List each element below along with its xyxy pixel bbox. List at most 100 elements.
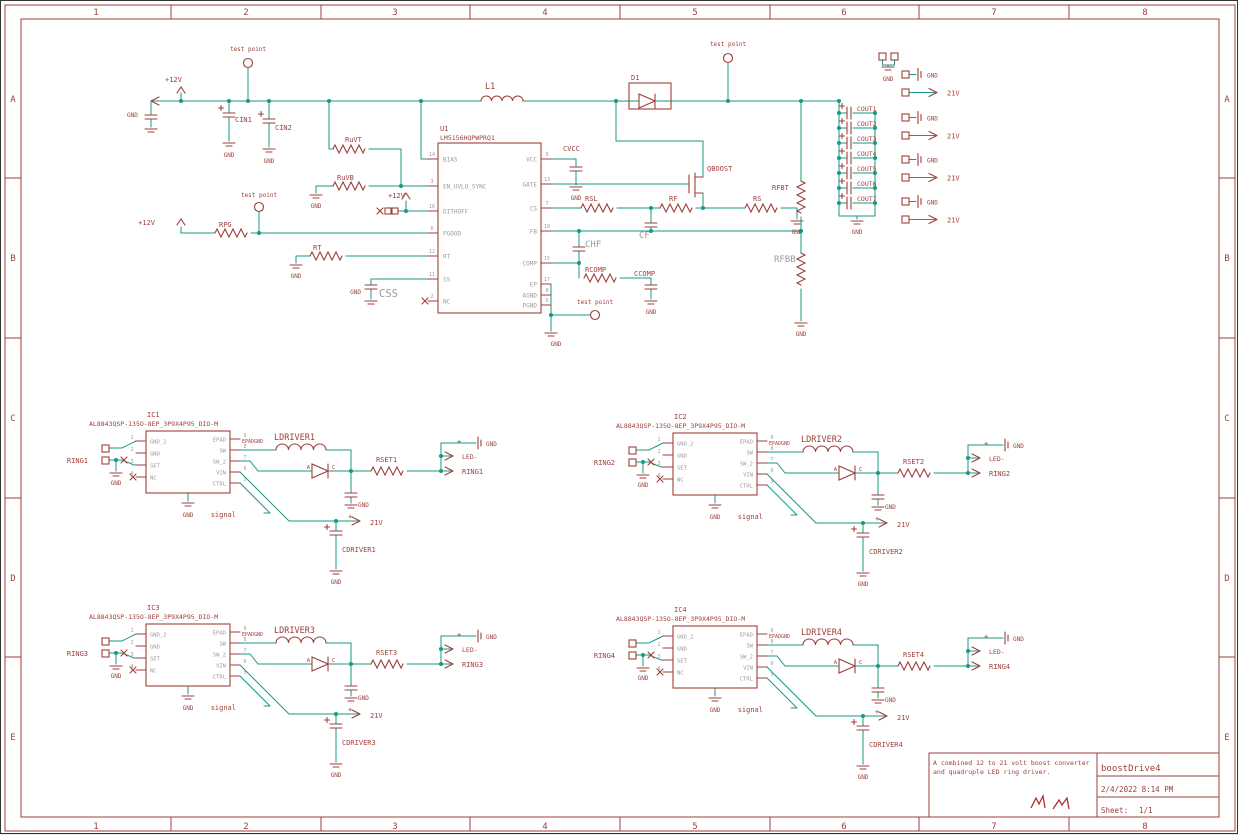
rset-resistor[interactable] [897,661,931,671]
d1-diode[interactable] [628,82,672,110]
cin1-cap[interactable] [217,104,236,118]
output-cap-bank[interactable] [838,102,852,210]
driver-inductor[interactable] [802,445,854,453]
ic-part-label: AL8843QSP-135O-8EP_3P9X4P95_DIO-M [616,422,745,430]
pin-name: SW_2 [213,460,226,466]
rsl-resistor[interactable] [580,203,614,213]
pin-number: 3 [430,179,433,185]
qboost-mosfet[interactable] [688,172,704,198]
inductor-label: LDRIVER2 [801,435,842,445]
pin-number: 3 [130,459,133,465]
rcomp-resistor[interactable] [583,273,617,283]
cvcc-cap[interactable] [569,166,583,172]
driver-diode[interactable] [838,465,857,481]
gnd-label: GND [551,341,562,348]
junction-dots [641,456,970,525]
ring-connector[interactable] [628,446,664,483]
u1-lm5156[interactable]: U1 LM5156HQPWPRQ1 BIAS EN_UVLO_SYNC DITH… [421,125,552,314]
driver-ic-body[interactable] [662,432,768,496]
cdriver-label: CDRIVER3 [342,739,376,747]
gnd-label: GND [350,289,361,296]
rset-resistor[interactable] [897,468,931,478]
gnd-label: GND [885,504,896,511]
rf-resistor[interactable] [659,203,693,213]
driver-small-cap[interactable] [871,494,885,500]
cf-cap[interactable] [644,222,658,228]
v21-label: 21V [947,90,960,98]
rs-resistor[interactable] [744,203,778,213]
driver-ic-body[interactable] [135,430,241,494]
gnd-label: GND [183,705,194,712]
cdriver-cap[interactable] [323,523,343,536]
rt-resistor[interactable] [309,251,343,261]
inductor-label: LDRIVER3 [274,626,315,636]
gnd-label: GND [1013,636,1024,643]
css-cap[interactable] [364,284,378,290]
output-connectors[interactable] [878,52,910,224]
frame-col-label: 7 [991,822,996,832]
driver-small-cap[interactable] [344,492,358,498]
pin-number: 16 [429,204,435,210]
driver-diode[interactable] [311,656,330,672]
cin2-cap[interactable] [257,110,276,124]
ruvb-resistor[interactable] [332,181,366,191]
boost-converter-section[interactable]: U1 LM5156HQPWPRQ1 BIAS EN_UVLO_SYNC DITH… [127,41,960,348]
net-wires[interactable] [635,635,1004,765]
net-label-12v: +12V [138,219,156,227]
ring-connector[interactable] [628,639,664,676]
pin-number: 9 [243,433,246,439]
led-driver-circuit[interactable]: IC1 AL8843QSP-135O-8EP_3P9X4P95_DIO-M LD… [67,411,497,586]
led-driver-circuit[interactable]: IC4 AL8843QSP-135O-8EP_3P9X4P95_DIO-M LD… [594,606,1024,781]
gnd-label: GND [927,158,938,165]
rpg-resistor[interactable] [214,228,248,238]
rset-resistor[interactable] [370,659,404,669]
pin-number: 13 [544,177,550,183]
driver-inductor[interactable] [275,443,327,451]
pin-name: SW_2 [740,462,753,468]
v21-label: 21V [370,712,383,720]
driver-ic-body[interactable] [135,623,241,687]
frame-col-label: 6 [841,822,846,832]
driver-inductor[interactable] [275,636,327,644]
net-wires[interactable] [108,633,477,763]
driver-ic-body[interactable] [662,625,768,689]
rset-resistor[interactable] [370,466,404,476]
test-points[interactable] [242,52,734,321]
ic-ref-label: IC4 [674,606,687,614]
cdriver-cap[interactable] [850,525,870,538]
cvcc-label: CVCC [563,145,580,153]
driver-diode[interactable] [311,463,330,479]
driver-diode[interactable] [838,658,857,674]
anode-label: A [834,467,838,473]
frame-col-label: 2 [243,822,248,832]
pin-name: PGOOD [443,231,461,238]
cdriver-cap[interactable] [323,716,343,729]
dither-jumper[interactable] [376,207,399,215]
input-cap[interactable] [144,114,158,120]
ring-connector[interactable] [101,444,137,481]
driver-inductor[interactable] [802,638,854,646]
pin-number: 2 [130,640,133,646]
rfbb-resistor[interactable] [796,252,806,286]
ring-connector[interactable] [101,637,137,674]
driver-small-cap[interactable] [871,687,885,693]
l1-inductor[interactable] [480,95,524,102]
ccomp-cap[interactable] [644,284,658,290]
driver-small-cap[interactable] [344,685,358,691]
test-point-symbol [589,309,601,321]
net-wires[interactable] [635,442,1004,572]
ccomp-label: CCOMP [634,270,655,278]
rfbt-resistor[interactable] [796,180,806,214]
pin-number: 2 [657,449,660,455]
chf-cap[interactable] [572,246,586,252]
led-driver-circuit[interactable]: IC2 AL8843QSP-135O-8EP_3P9X4P95_DIO-M LD… [594,413,1024,588]
gnd-label: GND [638,482,649,489]
timestamp: 2/4/2022 8:14 PM [1101,785,1174,794]
cdriver-cap[interactable] [850,718,870,731]
net-wires[interactable] [108,440,477,570]
ruvt-resistor[interactable] [332,144,366,154]
frame-col-label: 5 [692,8,697,18]
led-driver-circuit[interactable]: IC3 AL8843QSP-135O-8EP_3P9X4P95_DIO-M LD… [67,604,497,779]
